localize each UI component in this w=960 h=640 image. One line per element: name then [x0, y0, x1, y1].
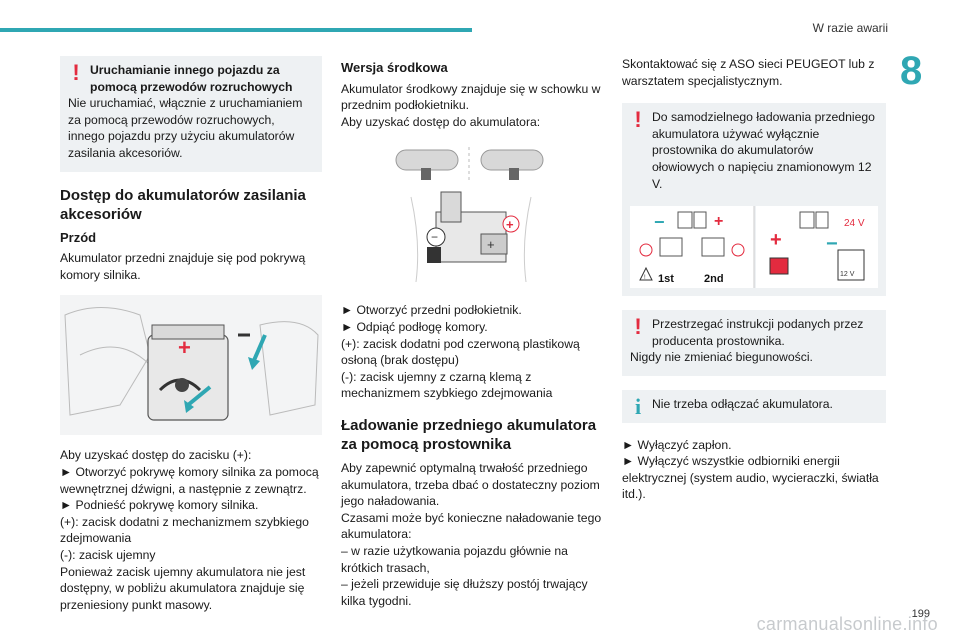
note-text-polarity: Nigdy nie zmieniać biegunowości.: [630, 350, 813, 365]
charging-paragraph-1: Aby zapewnić optymalną trwałość przednie…: [341, 460, 600, 509]
step-unclip-floor: ► Odpiąć podłogę komory.: [341, 319, 488, 334]
line-access: Aby uzyskać dostęp do zacisku (+):: [60, 448, 252, 463]
warning-note-polarity: ! Przestrzegać instrukcji podanych przez…: [622, 310, 886, 376]
chapter-number: 8: [900, 48, 946, 94]
step-open-hood: ► Otworzyć pokrywę komory silnika za pom…: [60, 464, 319, 496]
note-text: Do samodzielnego ładowania przedniego ak…: [652, 110, 875, 191]
svg-text:+: +: [770, 229, 782, 251]
svg-text:+: +: [487, 237, 495, 252]
note-text: Nie uruchamiać, włącznie z uruchamianiem…: [68, 96, 303, 160]
charger-connection-drawing: − + ! 1st 2nd 24 V + − 12 V: [630, 206, 878, 289]
svg-text:−: −: [826, 233, 838, 255]
paragraph-contact: Skontaktować się z ASO sieci PEUGEOT lub…: [622, 57, 875, 88]
header-accent-bar: [0, 28, 472, 32]
column-1: ! Uruchamianie innego pojazdu za pomocą …: [60, 56, 322, 613]
charging-item-2: – jeżeli przewiduje się dłuższy postój t…: [341, 577, 588, 608]
step-first-label: 1st: [658, 273, 674, 285]
warning-icon: !: [634, 314, 642, 340]
armrest-drawing: − + +: [395, 147, 544, 283]
voltage-24-label: 24 V: [844, 218, 865, 229]
warning-note-charger: ! Do samodzielnego ładowania przedniego …: [622, 103, 886, 297]
info-icon: i: [634, 393, 642, 419]
note-text: Nie trzeba odłączać akumulatora.: [652, 396, 833, 411]
minus-terminal-text: (-): zacisk ujemny: [60, 547, 156, 562]
plus-terminal-text: (+): zacisk dodatni pod czerwoną plastik…: [341, 336, 580, 368]
warning-note-jump-start: ! Uruchamianie innego pojazdu za pomocą …: [60, 56, 322, 172]
step-open-armrest: ► Otworzyć przedni podłokietnik.: [341, 303, 522, 318]
plus-terminal-text: (+): zacisk dodatni z mechanizmem szybki…: [60, 514, 309, 546]
step-consumers-off: ► Wyłączyć wszystkie odbiorniki energii …: [622, 454, 879, 502]
svg-text:!: !: [644, 275, 646, 281]
ground-point-text: Ponieważ zacisk ujemny akumulatora nie j…: [60, 564, 306, 612]
section-title: W razie awarii: [812, 21, 888, 35]
charging-paragraph-2: Czasami może być konieczne naładowanie t…: [341, 510, 602, 542]
note-title: Uruchamianie innego pojazdu za pomocą pr…: [90, 63, 293, 94]
info-note-disconnect: i Nie trzeba odłączać akumulatora.: [622, 389, 886, 423]
subheading-center: Wersja środkowa: [341, 60, 448, 75]
paragraph-access: Aby uzyskać dostęp do akumulatora:: [341, 114, 541, 129]
page-number: 199: [911, 608, 930, 620]
column-3: Skontaktować się z ASO sieci PEUGEOT lub…: [622, 56, 886, 503]
front-battery-illustration: +: [60, 295, 322, 436]
chapter-number-text: 8: [900, 49, 923, 93]
warning-icon: !: [72, 60, 80, 85]
subheading-front: Przód: [60, 229, 97, 245]
svg-text:−: −: [431, 230, 438, 244]
svg-text:+: +: [178, 335, 191, 360]
charging-item-1: – w razie użytkowania pojazdu głównie na…: [341, 543, 568, 575]
warning-icon: !: [634, 107, 642, 133]
paragraph-front-location: Akumulator przedni znajduje się pod pokr…: [60, 251, 306, 282]
engine-bay-drawing: +: [64, 307, 319, 421]
step-lift-hood: ► Podnieść pokrywę komory silnika.: [60, 498, 259, 513]
voltage-12-label: 12 V: [840, 271, 855, 278]
svg-text:−: −: [654, 212, 665, 232]
watermark-text: carmanualsonline.info: [756, 614, 938, 634]
step-second-label: 2nd: [704, 273, 724, 285]
center-battery-illustration: − + +: [341, 142, 603, 293]
heading-charging: Ładowanie przedniego akumulatora za pomo…: [341, 416, 597, 453]
note-text: Przestrzegać instrukcji podanych przez p…: [652, 317, 864, 348]
svg-text:+: +: [714, 213, 723, 230]
step-ignition-off: ► Wyłączyć zapłon.: [622, 437, 732, 452]
svg-text:+: +: [506, 217, 514, 232]
column-2: Wersja środkowa Akumulator środkowy znaj…: [341, 56, 603, 609]
heading-accessory-batteries: Dostęp do akumulatorów zasilania akcesor…: [60, 186, 306, 223]
charger-diagram: − + ! 1st 2nd 24 V + − 12 V: [630, 206, 878, 289]
minus-terminal-text: (-): zacisk ujemny z czarną klemą z mech…: [341, 369, 553, 401]
paragraph-center-location: Akumulator środkowy znajduje się w schow…: [341, 81, 601, 113]
